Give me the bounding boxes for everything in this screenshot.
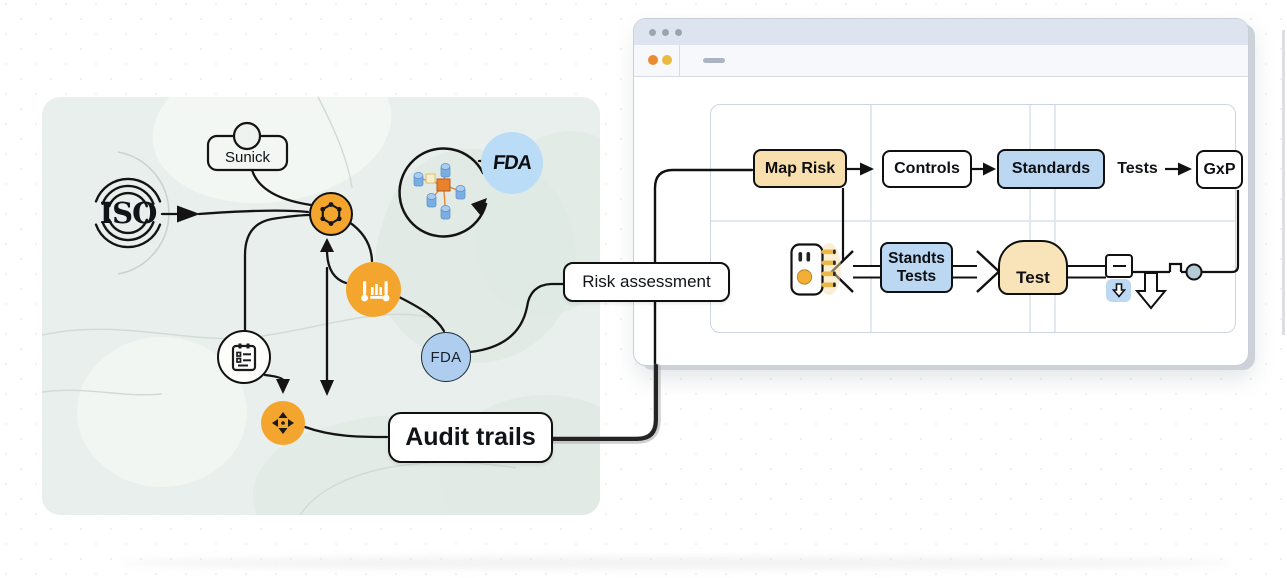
- clipboard-checklist-icon: [231, 343, 257, 372]
- browser-titlebar: [634, 19, 1248, 46]
- iso-logo: ISO: [96, 196, 160, 230]
- flow-grid-panel: [710, 104, 1236, 333]
- flow-node-standards: Standards: [997, 149, 1105, 189]
- audit-trails-box: Audit trails: [388, 412, 553, 463]
- grid-line: [870, 105, 872, 332]
- risk-assessment-box: Risk assessment: [563, 262, 730, 302]
- standts-label-line1: Standts: [888, 249, 945, 267]
- hub-node: [309, 192, 353, 236]
- flow-node-standts-tests: Standts Tests: [880, 242, 953, 293]
- yellow-dot-icon: [662, 55, 672, 65]
- tab-placeholder-dash: [703, 58, 725, 63]
- standts-label-line2: Tests: [896, 267, 937, 285]
- window-control-dot: [662, 29, 669, 36]
- audit-trails-label: Audit trails: [405, 423, 536, 451]
- checklist-node: [217, 330, 271, 384]
- fda-node-label: FDA: [430, 348, 462, 366]
- flow-node-gxp: GxP: [1196, 150, 1243, 189]
- map-risk-label: Map Risk: [764, 159, 836, 177]
- minus-box: [1105, 254, 1133, 278]
- iso-label: ISO: [99, 196, 158, 230]
- bottom-shadow: [120, 557, 1230, 569]
- small-down-arrow-icon: [1111, 283, 1126, 298]
- browser-window: [633, 18, 1249, 366]
- lab-instruments-icon: [360, 280, 389, 301]
- flow-text-tests: Tests: [1110, 159, 1165, 179]
- directions-pad-icon: [272, 412, 294, 434]
- grid-line: [1029, 105, 1031, 332]
- tests-label: Tests: [1117, 160, 1158, 177]
- flow-node-controls: Controls: [882, 150, 972, 188]
- flow-node-test: Test: [998, 240, 1068, 295]
- blue-arrow-badge: [1106, 279, 1131, 302]
- grid-line: [711, 220, 1235, 222]
- standards-label: Standards: [1011, 160, 1091, 177]
- window-control-dot: [649, 29, 656, 36]
- browser-tabbar: [634, 45, 1248, 77]
- fda-logo-label: FDA: [491, 151, 533, 174]
- minus-icon: [1112, 264, 1126, 268]
- orange-dot-icon: [648, 55, 658, 65]
- window-control-dot: [675, 29, 682, 36]
- grid-line: [1054, 105, 1056, 332]
- tab-dot-cell: [634, 45, 680, 76]
- molecule-hub-icon: [320, 202, 342, 226]
- sunick-label: Sunick: [224, 148, 271, 166]
- page-edge-line: [1282, 30, 1285, 335]
- risk-assessment-label: Risk assessment: [582, 272, 711, 291]
- controls-label: Controls: [894, 160, 960, 177]
- dpad-node: [261, 401, 305, 445]
- lab-node: [346, 262, 401, 317]
- flow-node-map-risk: Map Risk: [753, 149, 847, 188]
- test-label: Test: [1016, 268, 1050, 287]
- gxp-label: GxP: [1203, 160, 1236, 178]
- fda-node: FDA: [421, 332, 471, 382]
- fda-logo-badge: FDA: [481, 132, 543, 194]
- sunick-tag: Sunick: [208, 147, 287, 167]
